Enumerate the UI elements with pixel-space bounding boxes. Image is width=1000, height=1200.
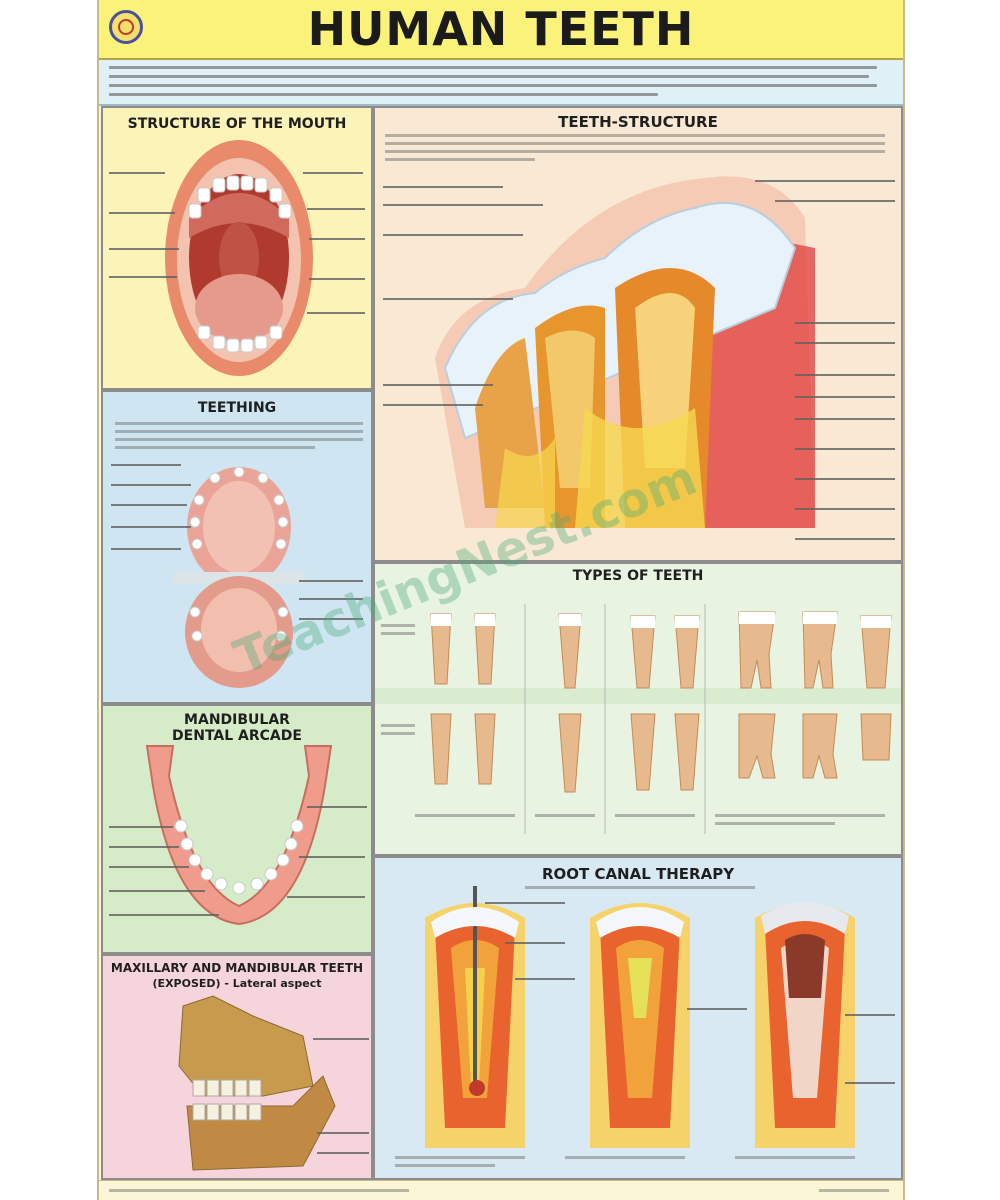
panel-title: MANDIBULAR DENTAL ARCADE [172, 712, 302, 744]
intro-paragraph [99, 60, 903, 106]
panel-maxillary-mandibular-teeth: MAXILLARY AND MANDIBULAR TEETH (EXPOSED)… [101, 954, 373, 1180]
panel-teething: TEETHING [101, 390, 373, 704]
panel-types-of-teeth: TYPES OF TEETH [373, 562, 903, 856]
panel-title: ROOT CANAL THERAPY [541, 865, 735, 883]
mandible-illustration [145, 745, 333, 926]
panel-title: MAXILLARY AND MANDIBULAR TEETH [110, 961, 364, 975]
footer-strip [99, 1180, 903, 1200]
skull-jaw-illustration [178, 995, 336, 1171]
root-canal-illustration [425, 886, 855, 1148]
panel-root-canal-therapy: ROOT CANAL THERAPY [373, 856, 903, 1180]
mouth-illustration [165, 140, 313, 376]
teeth-types-illustration [430, 604, 892, 834]
panel-mandibular-dental-arcade: MANDIBULAR DENTAL ARCADE [101, 704, 373, 954]
chart-poster: HUMAN TEETH STRUCTURE OF THE MOUTH [97, 0, 905, 1200]
poster-title: HUMAN TEETH [307, 2, 695, 56]
panel-teeth-structure: TEETH-STRUCTURE [373, 106, 903, 562]
panel-structure-of-mouth: STRUCTURE OF THE MOUTH [101, 106, 373, 390]
publisher-logo-icon [109, 10, 143, 44]
title-bar: HUMAN TEETH [99, 0, 903, 60]
tooth-cross-section-illustration [435, 176, 815, 528]
panel-title: STRUCTURE OF THE MOUTH [127, 116, 347, 132]
panel-title: TEETH-STRUCTURE [558, 113, 718, 131]
panel-title: TEETHING [197, 400, 277, 416]
dental-arches-illustration [173, 466, 305, 688]
panel-subtitle: (EXPOSED) - Lateral aspect [152, 977, 322, 990]
panel-title: TYPES OF TEETH [572, 568, 704, 584]
